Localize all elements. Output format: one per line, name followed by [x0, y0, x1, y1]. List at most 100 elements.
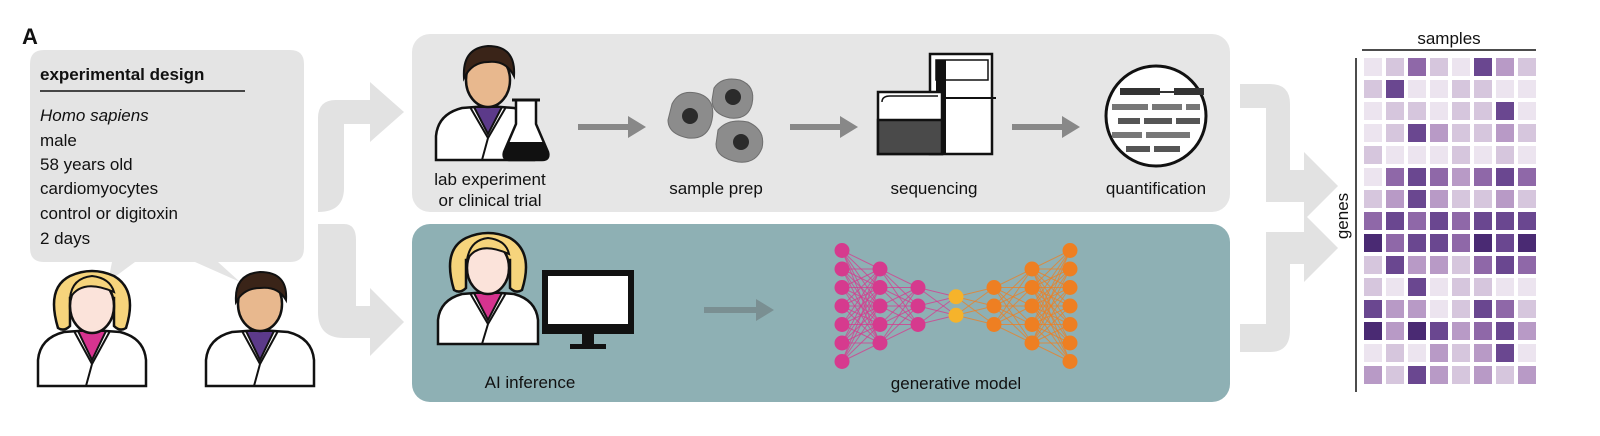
network-edge: [841, 287, 881, 362]
network-node: [910, 280, 926, 295]
step-quantification-label: quantification: [1106, 179, 1206, 198]
heatmap-cell: [1430, 322, 1448, 340]
heatmap-cell: [1496, 256, 1514, 274]
heatmap-cell: [1386, 322, 1404, 340]
heatmap-cell: [1408, 102, 1426, 120]
network-node: [834, 280, 850, 295]
computer-monitor-icon: [542, 270, 634, 349]
heatmap-cell: [1408, 146, 1426, 164]
heatmap-cell: [1408, 366, 1426, 384]
network-node: [1024, 298, 1040, 314]
branch-arrows: [318, 82, 404, 356]
design-line-duration: 2 days: [40, 229, 90, 248]
arrow-right-icon: [790, 116, 858, 138]
heatmap-cell: [1408, 322, 1426, 340]
heatmap-cell: [1496, 366, 1514, 384]
heatmap-cell: [1474, 146, 1492, 164]
heatmap-cell: [1496, 234, 1514, 252]
heatmap-cell: [1364, 124, 1382, 142]
heatmap-cell: [1386, 366, 1404, 384]
heatmap-cell: [1430, 344, 1448, 362]
heatmap-cell: [1364, 278, 1382, 296]
sequencer-icon: [876, 52, 996, 156]
arrow-right-icon: [1012, 116, 1080, 138]
heatmap-cell: [1496, 190, 1514, 208]
heatmap-cell: [1518, 168, 1536, 186]
network-edge: [1031, 305, 1071, 344]
matrix-x-label: samples: [1417, 29, 1480, 48]
network-node: [986, 280, 1002, 295]
heatmap-cell: [1474, 344, 1492, 362]
quantification-icon: [1104, 64, 1208, 168]
heatmap-cell: [1386, 168, 1404, 186]
heatmap-cell: [1474, 366, 1492, 384]
heatmap-cell: [1364, 256, 1382, 274]
heatmap-cell: [1452, 58, 1470, 76]
network-node: [910, 298, 926, 314]
heatmap-cell: [1452, 300, 1470, 318]
heatmap-cell: [1518, 234, 1536, 252]
lab-pipeline-box: [412, 34, 1230, 212]
heatmap-cell: [1364, 146, 1382, 164]
heatmap-cell: [1364, 58, 1382, 76]
step-ai-inference-label: AI inference: [485, 373, 576, 392]
network-edge: [917, 296, 957, 325]
heatmap-cell: [1364, 190, 1382, 208]
heatmap-cell: [1518, 212, 1536, 230]
heatmap-cell: [1386, 256, 1404, 274]
heatmap-cell: [1364, 300, 1382, 318]
heatmap-cell: [1386, 234, 1404, 252]
heatmap-cell: [1452, 256, 1470, 274]
step-sample-prep-label: sample prep: [669, 179, 763, 198]
heatmap-cell: [1452, 102, 1470, 120]
network-node: [834, 335, 850, 351]
network-node: [1024, 335, 1040, 351]
heatmap-cell: [1518, 190, 1536, 208]
heatmap-cell: [1386, 278, 1404, 296]
step-lab-experiment-line2: or clinical trial: [439, 191, 542, 210]
heatmap-cell: [1474, 190, 1492, 208]
heatmap-cell: [1474, 102, 1492, 120]
network-node: [1062, 335, 1078, 351]
heatmap-cell: [1452, 234, 1470, 252]
heatmap-cell: [1496, 212, 1514, 230]
heatmap-cell: [1518, 366, 1536, 384]
heatmap-cell: [1496, 344, 1514, 362]
network-node: [1024, 317, 1040, 332]
network-edge: [993, 287, 1033, 325]
heatmap-cell: [1408, 80, 1426, 98]
network-edge: [993, 268, 1033, 325]
network-edge: [841, 268, 881, 325]
heatmap-cell: [1430, 212, 1448, 230]
network-node: [872, 335, 888, 351]
heatmap-cell: [1430, 366, 1448, 384]
heatmap-cell: [1496, 168, 1514, 186]
arrow-right-icon: [578, 116, 646, 138]
network-edge: [841, 268, 881, 344]
female-scientist-icon: [436, 231, 540, 346]
design-line-sex: male: [40, 131, 77, 150]
heatmap-cell: [1364, 102, 1382, 120]
heatmap-cell: [1408, 300, 1426, 318]
network-edge: [1031, 268, 1071, 344]
arrow-right-icon: [704, 299, 774, 321]
heatmap-cell: [1496, 102, 1514, 120]
network-node: [834, 317, 850, 332]
heatmap-cell: [1364, 322, 1382, 340]
heatmap-cell: [1518, 278, 1536, 296]
heatmap-cell: [1408, 190, 1426, 208]
heatmap-cell: [1452, 80, 1470, 98]
network-node: [1062, 354, 1078, 369]
heatmap-cell: [1474, 322, 1492, 340]
heatmap-cell: [1496, 80, 1514, 98]
heatmap-cell: [1496, 322, 1514, 340]
network-node: [1062, 298, 1078, 314]
heatmap-cell: [1518, 146, 1536, 164]
heatmap-cell: [1496, 278, 1514, 296]
heatmap-cell: [1364, 344, 1382, 362]
network-node: [948, 307, 964, 323]
female-scientist-icon: [36, 269, 148, 388]
network-node: [834, 354, 850, 369]
heatmap-cell: [1430, 102, 1448, 120]
